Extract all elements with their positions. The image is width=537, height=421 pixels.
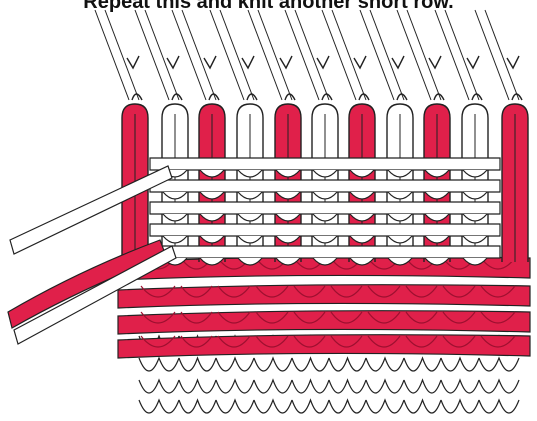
white-stitch (139, 400, 179, 413)
white-stitch (216, 380, 254, 393)
white-stitch (441, 358, 479, 371)
white-stitch (292, 400, 329, 413)
white-stitch (254, 380, 292, 393)
white-stitch (366, 400, 404, 413)
white-stitch (139, 358, 179, 371)
white-stitch (179, 380, 216, 393)
needle (285, 10, 332, 100)
white-stitch (404, 358, 441, 371)
white-stitch (179, 400, 216, 413)
needle (135, 10, 182, 100)
white-yarn-row (150, 224, 500, 236)
white-stitch (479, 400, 519, 413)
knitting-needles (95, 10, 522, 100)
white-stitch (366, 358, 404, 371)
white-stitch (404, 400, 441, 413)
white-stitch (179, 358, 216, 371)
needle (248, 10, 295, 100)
white-stitch (329, 358, 366, 371)
knitted-fabric-red-rows (118, 257, 530, 358)
white-stitch (216, 358, 254, 371)
white-stitch (329, 380, 366, 393)
needle (435, 10, 482, 100)
needle (210, 10, 257, 100)
white-stitch (216, 400, 254, 413)
white-stitch (404, 380, 441, 393)
white-stitch (139, 380, 179, 393)
white-yarn-row (150, 246, 500, 258)
white-stitch (292, 358, 329, 371)
white-stitch (254, 358, 292, 371)
needle (397, 10, 444, 100)
white-yarn-row (150, 202, 500, 214)
needle (95, 10, 142, 100)
needle (322, 10, 369, 100)
white-yarn-row (150, 158, 500, 170)
white-yarn-row (150, 180, 500, 192)
white-stitch (441, 400, 479, 413)
white-stitch (441, 380, 479, 393)
needle (475, 10, 522, 100)
needle (172, 10, 219, 100)
white-stitch (329, 400, 366, 413)
white-stitch (366, 380, 404, 393)
white-stitch (254, 400, 292, 413)
needle (360, 10, 407, 100)
white-stitch (292, 380, 329, 393)
white-stitch (479, 358, 519, 371)
white-stitch (479, 380, 519, 393)
